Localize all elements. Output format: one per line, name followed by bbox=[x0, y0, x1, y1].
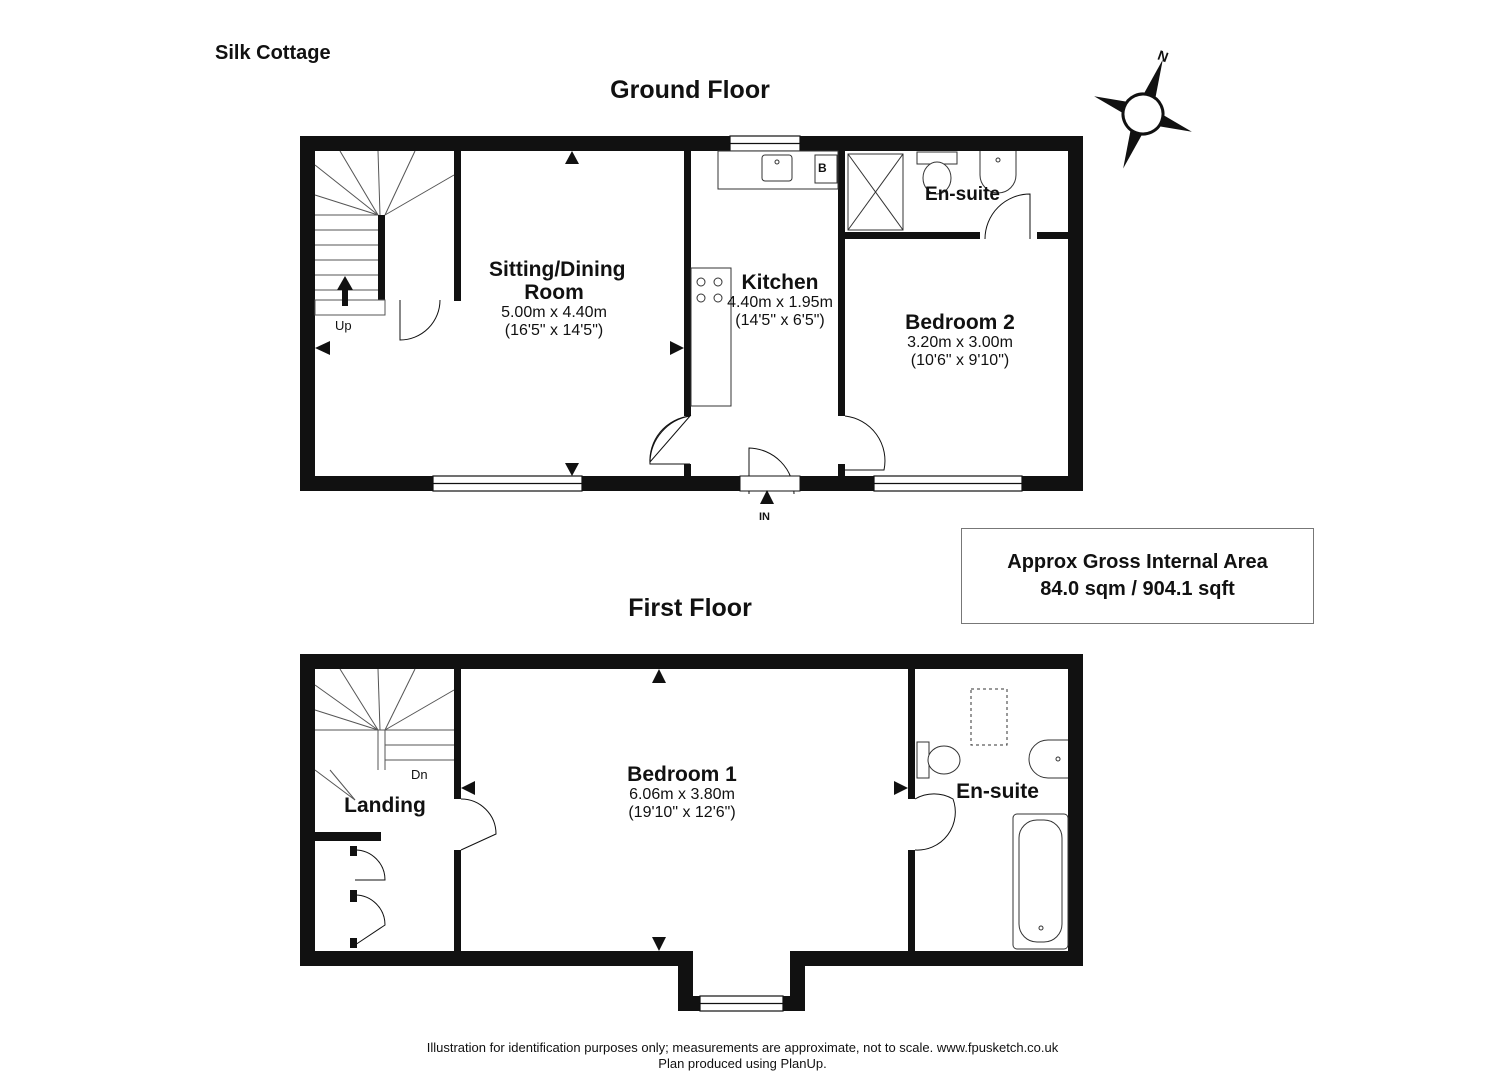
compass-icon bbox=[1094, 59, 1192, 169]
down-label: Dn bbox=[411, 767, 428, 782]
property-name: Silk Cottage bbox=[215, 42, 331, 64]
room-dims-imperial: (14'5" x 6'5") bbox=[735, 312, 825, 329]
room-dims-imperial: (19'10" x 12'6") bbox=[628, 804, 736, 821]
first-floor-title: First Floor bbox=[628, 594, 752, 622]
room-first-ensuite: En-suite bbox=[956, 780, 1039, 803]
ground-ensuite-fixtures bbox=[847, 151, 1017, 231]
ground-floor-walls bbox=[300, 136, 1083, 491]
first-floor-walls bbox=[300, 654, 1083, 1011]
entrance-label: IN bbox=[759, 511, 770, 523]
ground-stairs bbox=[314, 150, 455, 316]
area-label: Approx Gross Internal Area bbox=[1007, 551, 1268, 573]
gross-internal-area-box: Approx Gross Internal Area 84.0 sqm / 90… bbox=[961, 528, 1314, 624]
room-name: Bedroom 1 bbox=[627, 763, 737, 786]
room-dims-imperial: (10'6" x 9'10") bbox=[910, 352, 1010, 369]
ground-dimension-arrows bbox=[315, 151, 774, 504]
footer-line-2: Plan produced using PlanUp. bbox=[658, 1056, 827, 1071]
ground-floor-windows bbox=[432, 135, 1023, 492]
room-landing: Landing bbox=[344, 794, 426, 817]
room-dims-metric: 5.00m x 4.40m bbox=[501, 304, 607, 321]
boiler-label: B bbox=[818, 161, 827, 175]
first-floor-window bbox=[699, 995, 784, 1012]
footer-disclaimer: Illustration for identification purposes… bbox=[340, 1040, 1145, 1072]
room-name: Kitchen bbox=[741, 271, 819, 294]
room-dims-imperial: (16'5" x 14'5") bbox=[504, 322, 604, 339]
first-stairs bbox=[314, 668, 455, 801]
ground-doors bbox=[399, 193, 1031, 495]
room-dims-metric: 4.40m x 1.95m bbox=[727, 294, 833, 311]
first-ensuite-fixtures bbox=[916, 688, 1069, 950]
room-name: Sitting/Dining Room bbox=[489, 258, 626, 304]
up-label: Up bbox=[335, 318, 352, 333]
first-doors bbox=[354, 793, 956, 946]
room-kitchen: Kitchen 4.40m x 1.95m (14'5" x 6'5") bbox=[720, 271, 840, 330]
kitchen-units bbox=[690, 150, 839, 407]
room-name: Bedroom 2 bbox=[905, 311, 1015, 334]
room-bedroom-1: Bedroom 1 6.06m x 3.80m (19'10" x 12'6") bbox=[592, 763, 772, 822]
room-bedroom-2: Bedroom 2 3.20m x 3.00m (10'6" x 9'10") bbox=[880, 311, 1040, 370]
room-ground-ensuite: En-suite bbox=[925, 184, 1000, 205]
footer-line-1: Illustration for identification purposes… bbox=[426, 1040, 1059, 1055]
first-dimension-arrows bbox=[461, 669, 908, 951]
area-value: 84.0 sqm / 904.1 sqft bbox=[1040, 578, 1235, 600]
room-sitting-dining: Sitting/Dining Room 5.00m x 4.40m (16'5"… bbox=[464, 258, 644, 340]
up-arrow-icon bbox=[337, 276, 353, 306]
room-dims-metric: 6.06m x 3.80m bbox=[629, 786, 735, 803]
ground-floor-title: Ground Floor bbox=[610, 76, 770, 104]
room-dims-metric: 3.20m x 3.00m bbox=[907, 334, 1013, 351]
cupboard-handles bbox=[350, 846, 357, 948]
